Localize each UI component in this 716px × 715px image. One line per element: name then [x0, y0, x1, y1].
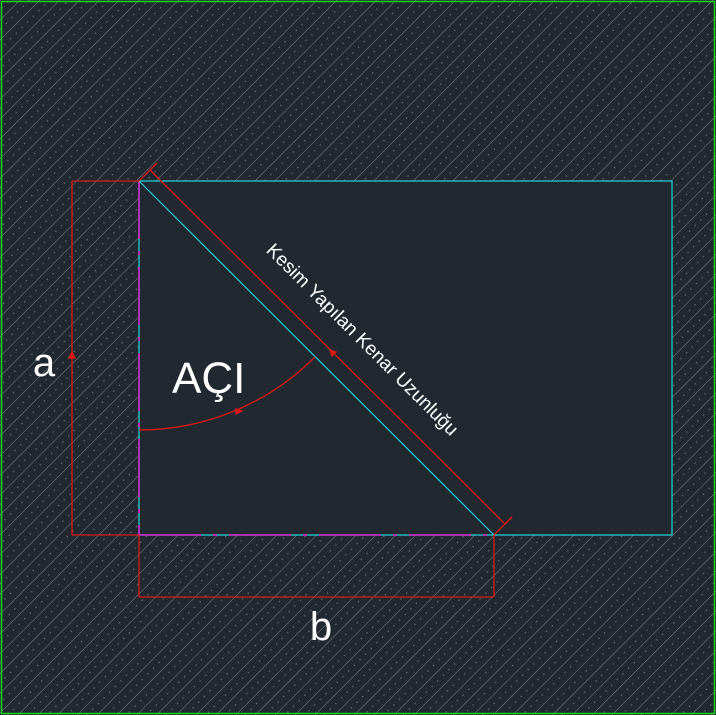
- dimension-cut-edge: [138, 162, 513, 536]
- label-angle: AÇI: [172, 354, 245, 403]
- plate-rectangle: [138, 180, 673, 536]
- angle-arc: [138, 356, 316, 431]
- dimension-b: [138, 535, 495, 598]
- dimension-a: [67, 180, 139, 536]
- label-a: a: [33, 341, 56, 385]
- label-b: b: [310, 605, 332, 649]
- cut-line: [138, 180, 495, 536]
